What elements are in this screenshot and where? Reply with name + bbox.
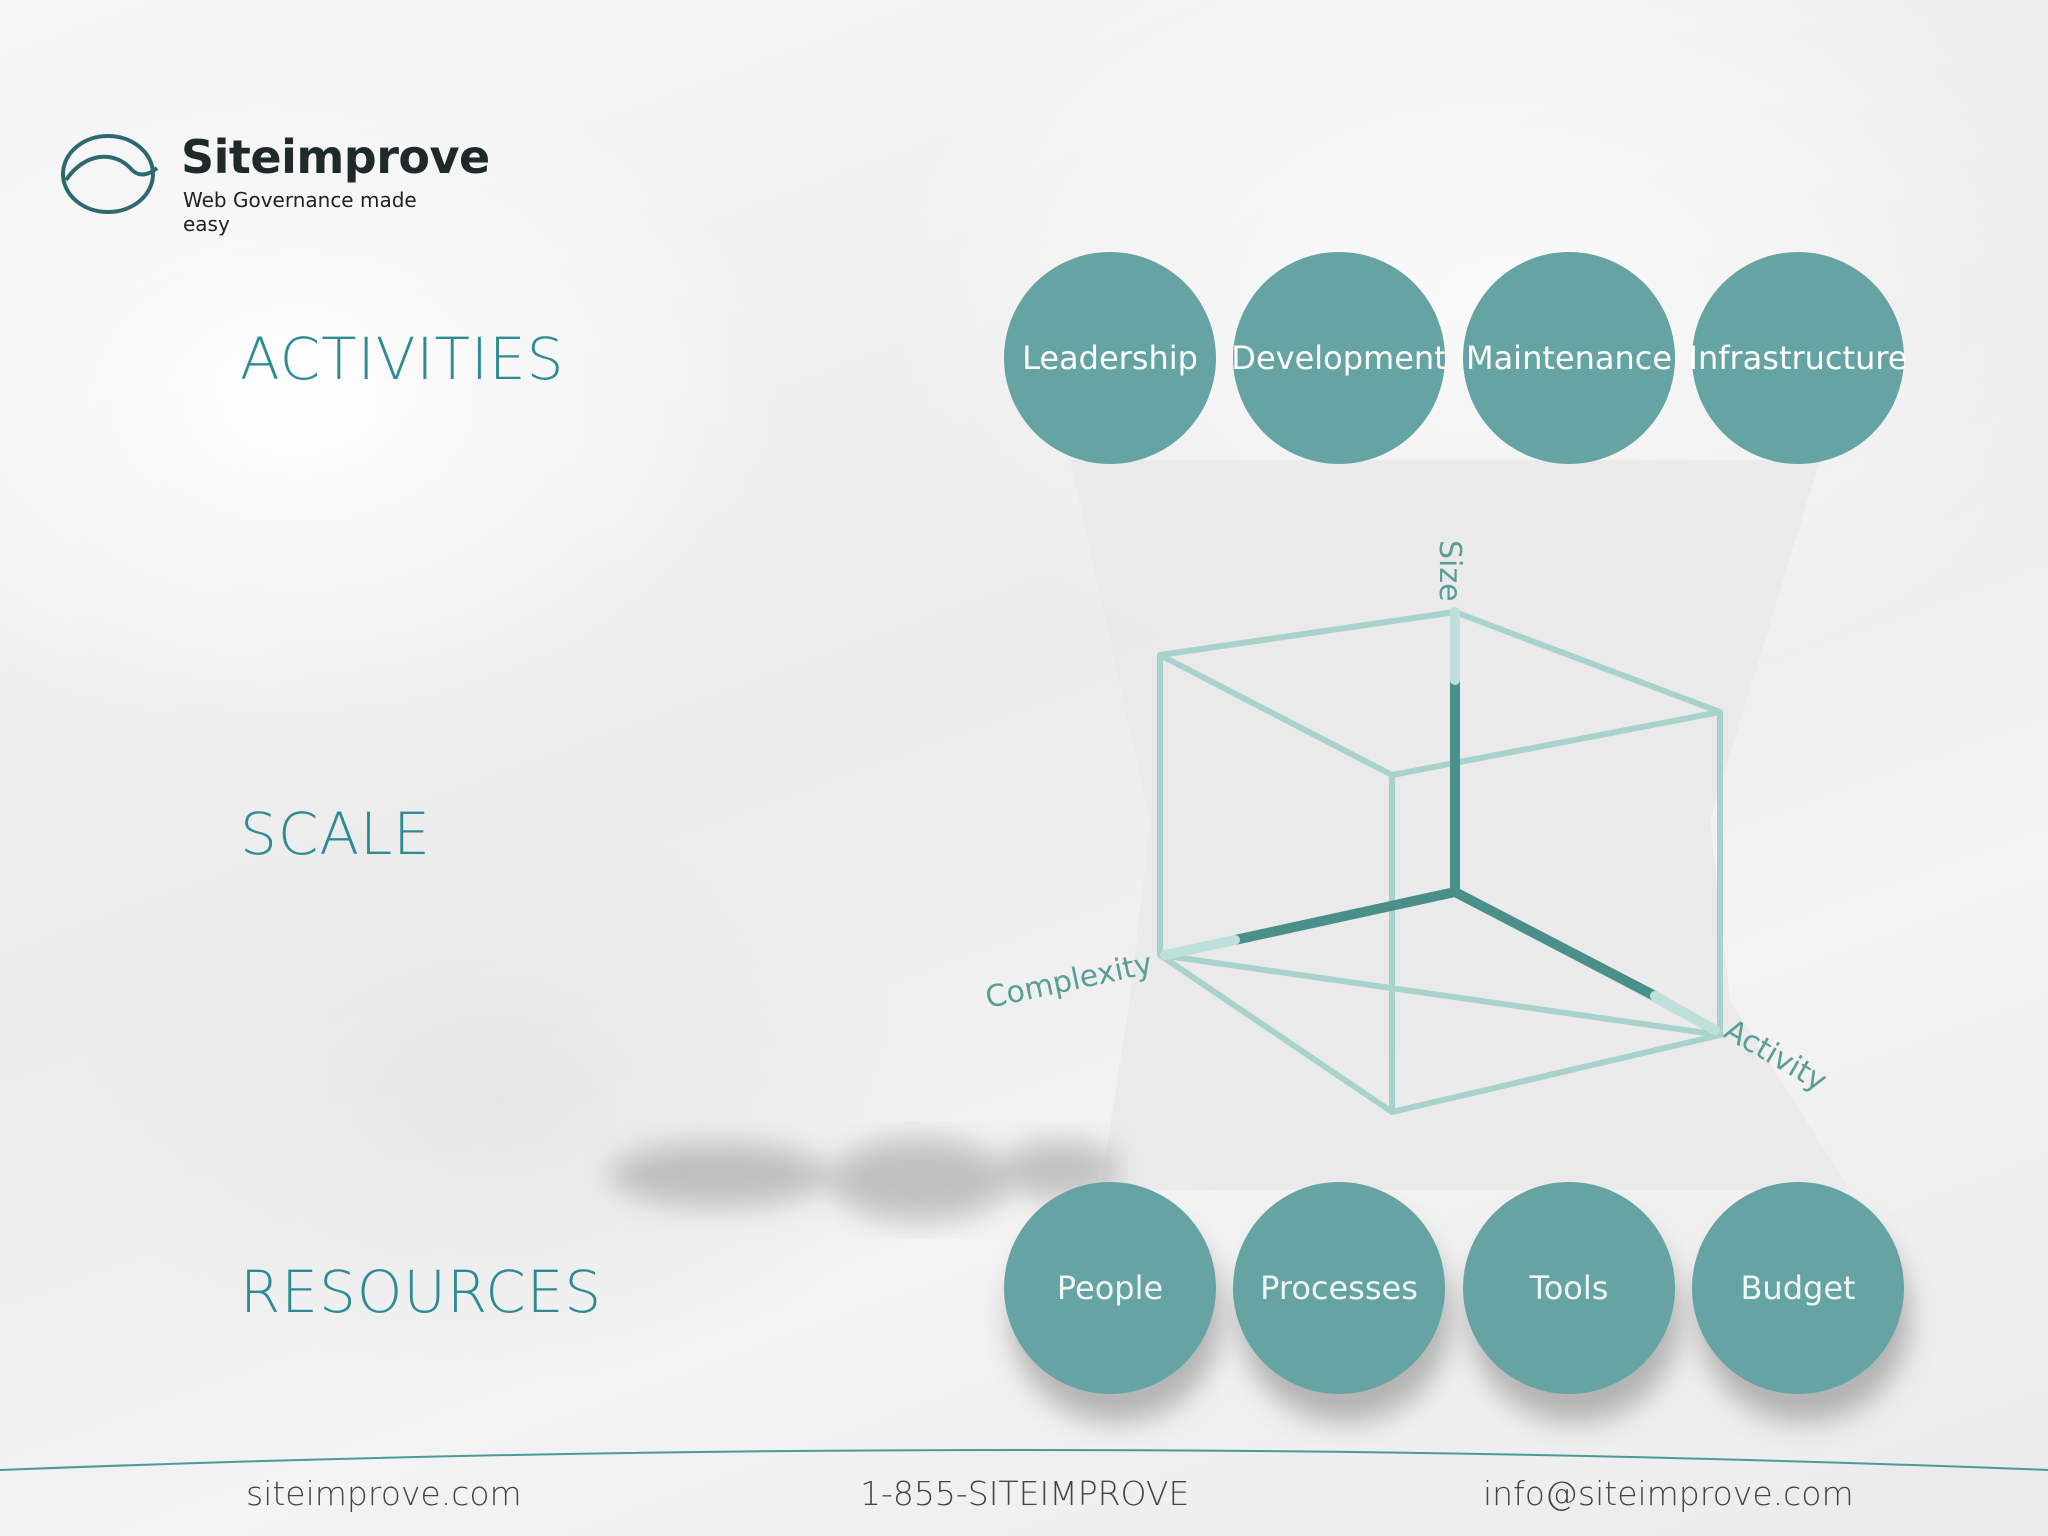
brand-name: Siteimprove [181, 130, 490, 184]
activity-label: Maintenance [1465, 339, 1673, 377]
resource-circle-budget: Budget [1692, 1182, 1904, 1394]
activity-label: Infrastructure [1688, 339, 1908, 377]
activity-circle-infrastructure: Infrastructure [1689, 252, 1907, 464]
footer-website-link[interactable]: siteimprove.com [246, 1474, 522, 1513]
resource-label: Processes [1260, 1269, 1418, 1307]
hand-shadow [610, 1138, 1120, 1222]
resource-label: Tools [1529, 1269, 1609, 1307]
brand-tagline: Web Governance made easy [183, 188, 417, 236]
scale-label: SCALE [240, 800, 431, 868]
activity-circle-development: Development [1231, 252, 1447, 464]
footer-email-link[interactable]: info@siteimprove.com [1483, 1474, 1854, 1513]
resource-label: People [1056, 1269, 1164, 1307]
activity-label: Leadership [1022, 339, 1198, 377]
resource-label: Budget [1740, 1269, 1856, 1307]
activity-label: Development [1231, 339, 1447, 377]
cube-axes [1160, 607, 1720, 1035]
footer-divider [0, 1449, 2048, 1471]
resource-circle-tools: Tools [1463, 1182, 1675, 1394]
activity-circle-maintenance: Maintenance [1463, 252, 1675, 464]
footer-phone: 1-855-SITEIMPROVE [860, 1474, 1190, 1513]
resource-circle-people: People [1004, 1182, 1216, 1394]
brand-logo: Siteimprove Web Governance made easy [60, 128, 490, 236]
resources-label: RESOURCES [240, 1258, 603, 1326]
size-axis-label: Size [1432, 540, 1467, 602]
activities-label: ACTIVITIES [240, 325, 565, 393]
activity-circle-leadership: Leadership [1004, 252, 1216, 464]
siteimprove-logo-icon [61, 134, 159, 214]
resource-circle-processes: Processes [1233, 1182, 1445, 1394]
